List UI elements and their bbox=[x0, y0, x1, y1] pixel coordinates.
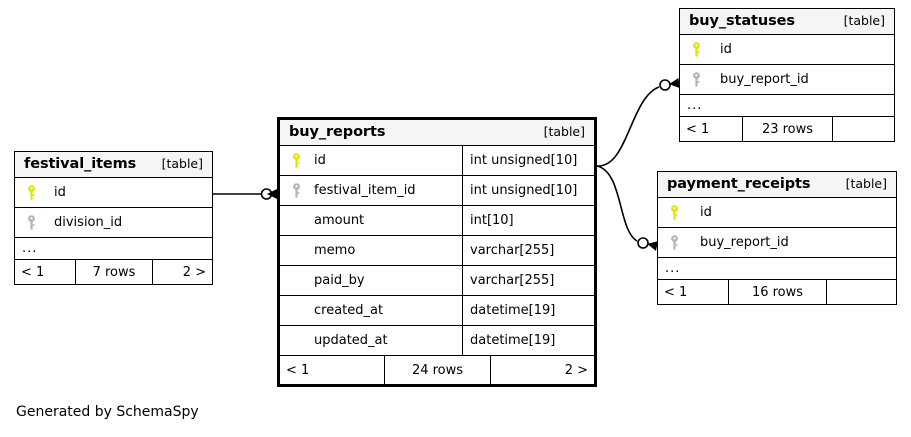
column-type: int unsigned[10] bbox=[462, 146, 594, 175]
column-cell: id bbox=[280, 146, 462, 175]
table-pager: < 1 23 rows bbox=[680, 117, 894, 141]
column-name: buy_report_id bbox=[720, 72, 809, 87]
foreign-key-icon bbox=[666, 235, 683, 250]
column-name: division_id bbox=[54, 215, 123, 230]
column-type: datetime[19] bbox=[462, 326, 594, 355]
table-kind-label: [table] bbox=[845, 176, 887, 191]
table-kind-label: [table] bbox=[161, 156, 203, 171]
row-count-label: 24 rows bbox=[384, 356, 490, 384]
column-name: paid_by bbox=[314, 273, 365, 288]
column-cell: memo bbox=[280, 236, 462, 265]
pager-next-button[interactable]: 2 > bbox=[490, 356, 594, 384]
table-row[interactable]: amount int[10] bbox=[280, 206, 594, 236]
generated-by-caption: Generated by SchemaSpy bbox=[16, 404, 199, 420]
more-columns-indicator: ... bbox=[680, 95, 894, 117]
table-row[interactable]: buy_report_id bbox=[658, 228, 896, 258]
table-row[interactable]: id bbox=[15, 178, 212, 208]
pager-next-button[interactable]: 2 > bbox=[152, 260, 212, 284]
primary-key-icon bbox=[688, 42, 705, 57]
table-row[interactable]: id bbox=[658, 198, 896, 228]
more-columns-indicator: ... bbox=[15, 238, 212, 260]
table-row[interactable]: memo varchar[255] bbox=[280, 236, 594, 266]
table-payment_receipts[interactable]: payment_receipts [table] id bbox=[657, 171, 897, 305]
column-name: id bbox=[720, 42, 732, 57]
table-festival_items[interactable]: festival_items [table] id bbox=[14, 151, 213, 285]
foreign-key-icon bbox=[688, 72, 705, 87]
table-row[interactable]: updated_at datetime[19] bbox=[280, 326, 594, 356]
table-header-festival_items: festival_items [table] bbox=[15, 152, 212, 178]
column-cell: division_id bbox=[15, 208, 212, 237]
pager-next-button[interactable] bbox=[832, 117, 894, 141]
table-header-payment_receipts: payment_receipts [table] bbox=[658, 172, 896, 198]
table-header-buy_reports: buy_reports [table] bbox=[280, 120, 594, 146]
column-cell: paid_by bbox=[280, 266, 462, 295]
column-name: id bbox=[54, 185, 66, 200]
foreign-key-icon bbox=[288, 183, 305, 198]
table-row[interactable]: created_at datetime[19] bbox=[280, 296, 594, 326]
column-cell: buy_report_id bbox=[658, 228, 896, 257]
pager-prev-button[interactable]: < 1 bbox=[21, 264, 45, 280]
table-header-buy_statuses: buy_statuses [table] bbox=[680, 9, 894, 35]
column-cell: buy_report_id bbox=[680, 65, 894, 94]
pager-next-button[interactable] bbox=[826, 280, 896, 304]
column-name: id bbox=[700, 205, 712, 220]
column-cell: festival_item_id bbox=[280, 176, 462, 205]
row-count-label: 23 rows bbox=[742, 117, 832, 141]
primary-key-icon bbox=[23, 185, 40, 200]
column-cell: id bbox=[680, 35, 894, 64]
column-name: created_at bbox=[314, 303, 384, 318]
column-name: buy_report_id bbox=[700, 235, 789, 250]
table-title: buy_statuses bbox=[689, 13, 795, 29]
column-type: datetime[19] bbox=[462, 296, 594, 325]
column-type: int unsigned[10] bbox=[462, 176, 594, 205]
table-row[interactable]: id bbox=[680, 35, 894, 65]
more-columns-indicator: ... bbox=[658, 258, 896, 280]
relationship-buy_reports-payment_receipts bbox=[596, 165, 659, 251]
table-kind-label: [table] bbox=[543, 124, 585, 139]
table-title: buy_reports bbox=[289, 124, 386, 140]
column-name: memo bbox=[314, 243, 356, 258]
column-name: festival_item_id bbox=[314, 183, 416, 198]
column-cell: amount bbox=[280, 206, 462, 235]
column-name: updated_at bbox=[314, 333, 388, 348]
pager-prev-button[interactable]: < 1 bbox=[664, 284, 688, 300]
column-cell: id bbox=[658, 198, 896, 227]
table-row[interactable]: id int unsigned[10] bbox=[280, 146, 594, 176]
table-buy_statuses[interactable]: buy_statuses [table] id bbox=[679, 8, 895, 142]
column-cell: id bbox=[15, 178, 212, 207]
column-name: id bbox=[314, 153, 326, 168]
table-kind-label: [table] bbox=[843, 13, 885, 28]
row-count-label: 16 rows bbox=[728, 280, 826, 304]
column-type: varchar[255] bbox=[462, 236, 594, 265]
table-title: festival_items bbox=[24, 156, 137, 172]
column-cell: created_at bbox=[280, 296, 462, 325]
primary-key-icon bbox=[288, 153, 305, 168]
table-buy_reports[interactable]: buy_reports [table] id int unsigned[10] bbox=[277, 117, 597, 387]
column-type: varchar[255] bbox=[462, 266, 594, 295]
table-row[interactable]: buy_report_id bbox=[680, 65, 894, 95]
pager-prev-button[interactable]: < 1 bbox=[686, 121, 710, 137]
table-title: payment_receipts bbox=[667, 176, 811, 192]
table-pager: < 1 16 rows bbox=[658, 280, 896, 304]
foreign-key-icon bbox=[23, 215, 40, 230]
relationship-festival_items-buy_reports bbox=[213, 188, 277, 200]
row-count-label: 7 rows bbox=[75, 260, 152, 284]
table-row[interactable]: festival_item_id int unsigned[10] bbox=[280, 176, 594, 206]
column-name: amount bbox=[314, 213, 365, 228]
table-row[interactable]: paid_by varchar[255] bbox=[280, 266, 594, 296]
column-type: int[10] bbox=[462, 206, 594, 235]
pager-prev-button[interactable]: < 1 bbox=[286, 362, 310, 378]
primary-key-icon bbox=[666, 205, 683, 220]
column-cell: updated_at bbox=[280, 326, 462, 355]
table-row[interactable]: division_id bbox=[15, 208, 212, 238]
table-pager: < 1 24 rows 2 > bbox=[280, 356, 594, 384]
relationship-buy_reports-buy_statuses bbox=[596, 78, 680, 167]
table-pager: < 1 7 rows 2 > bbox=[15, 260, 212, 284]
